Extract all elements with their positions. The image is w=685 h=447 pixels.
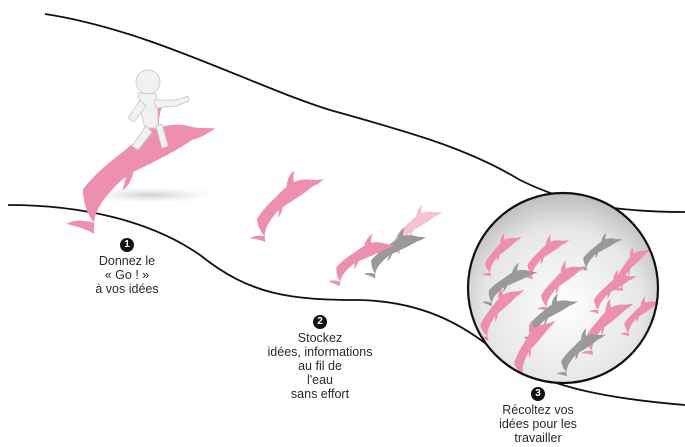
step-text: l'eau bbox=[245, 373, 395, 387]
harvest-pool bbox=[461, 193, 669, 384]
step-text: sans effort bbox=[245, 387, 395, 401]
step-text: Stockez bbox=[245, 331, 395, 345]
step-text: travailler bbox=[478, 431, 598, 445]
step-text: Donnez le bbox=[72, 254, 182, 268]
step-number-badge: 1 bbox=[120, 238, 134, 252]
step-2: 2 Stockez idées, informations au fil de … bbox=[245, 313, 395, 401]
step-text: à vos idées bbox=[72, 282, 182, 296]
step-1: 1 Donnez le « Go ! » à vos idées bbox=[72, 236, 182, 296]
step-text: idées pour les bbox=[478, 417, 598, 431]
step-3: 3 Récoltez vos idées pour les travailler bbox=[478, 385, 598, 445]
step-text: Récoltez vos bbox=[478, 403, 598, 417]
step-number-badge: 3 bbox=[531, 387, 545, 401]
dolphin-icon bbox=[233, 162, 337, 247]
step-number-badge: 2 bbox=[313, 315, 327, 329]
step-text: « Go ! » bbox=[72, 268, 182, 282]
step-text: idées, informations bbox=[245, 345, 395, 359]
step-text: au fil de bbox=[245, 359, 395, 373]
